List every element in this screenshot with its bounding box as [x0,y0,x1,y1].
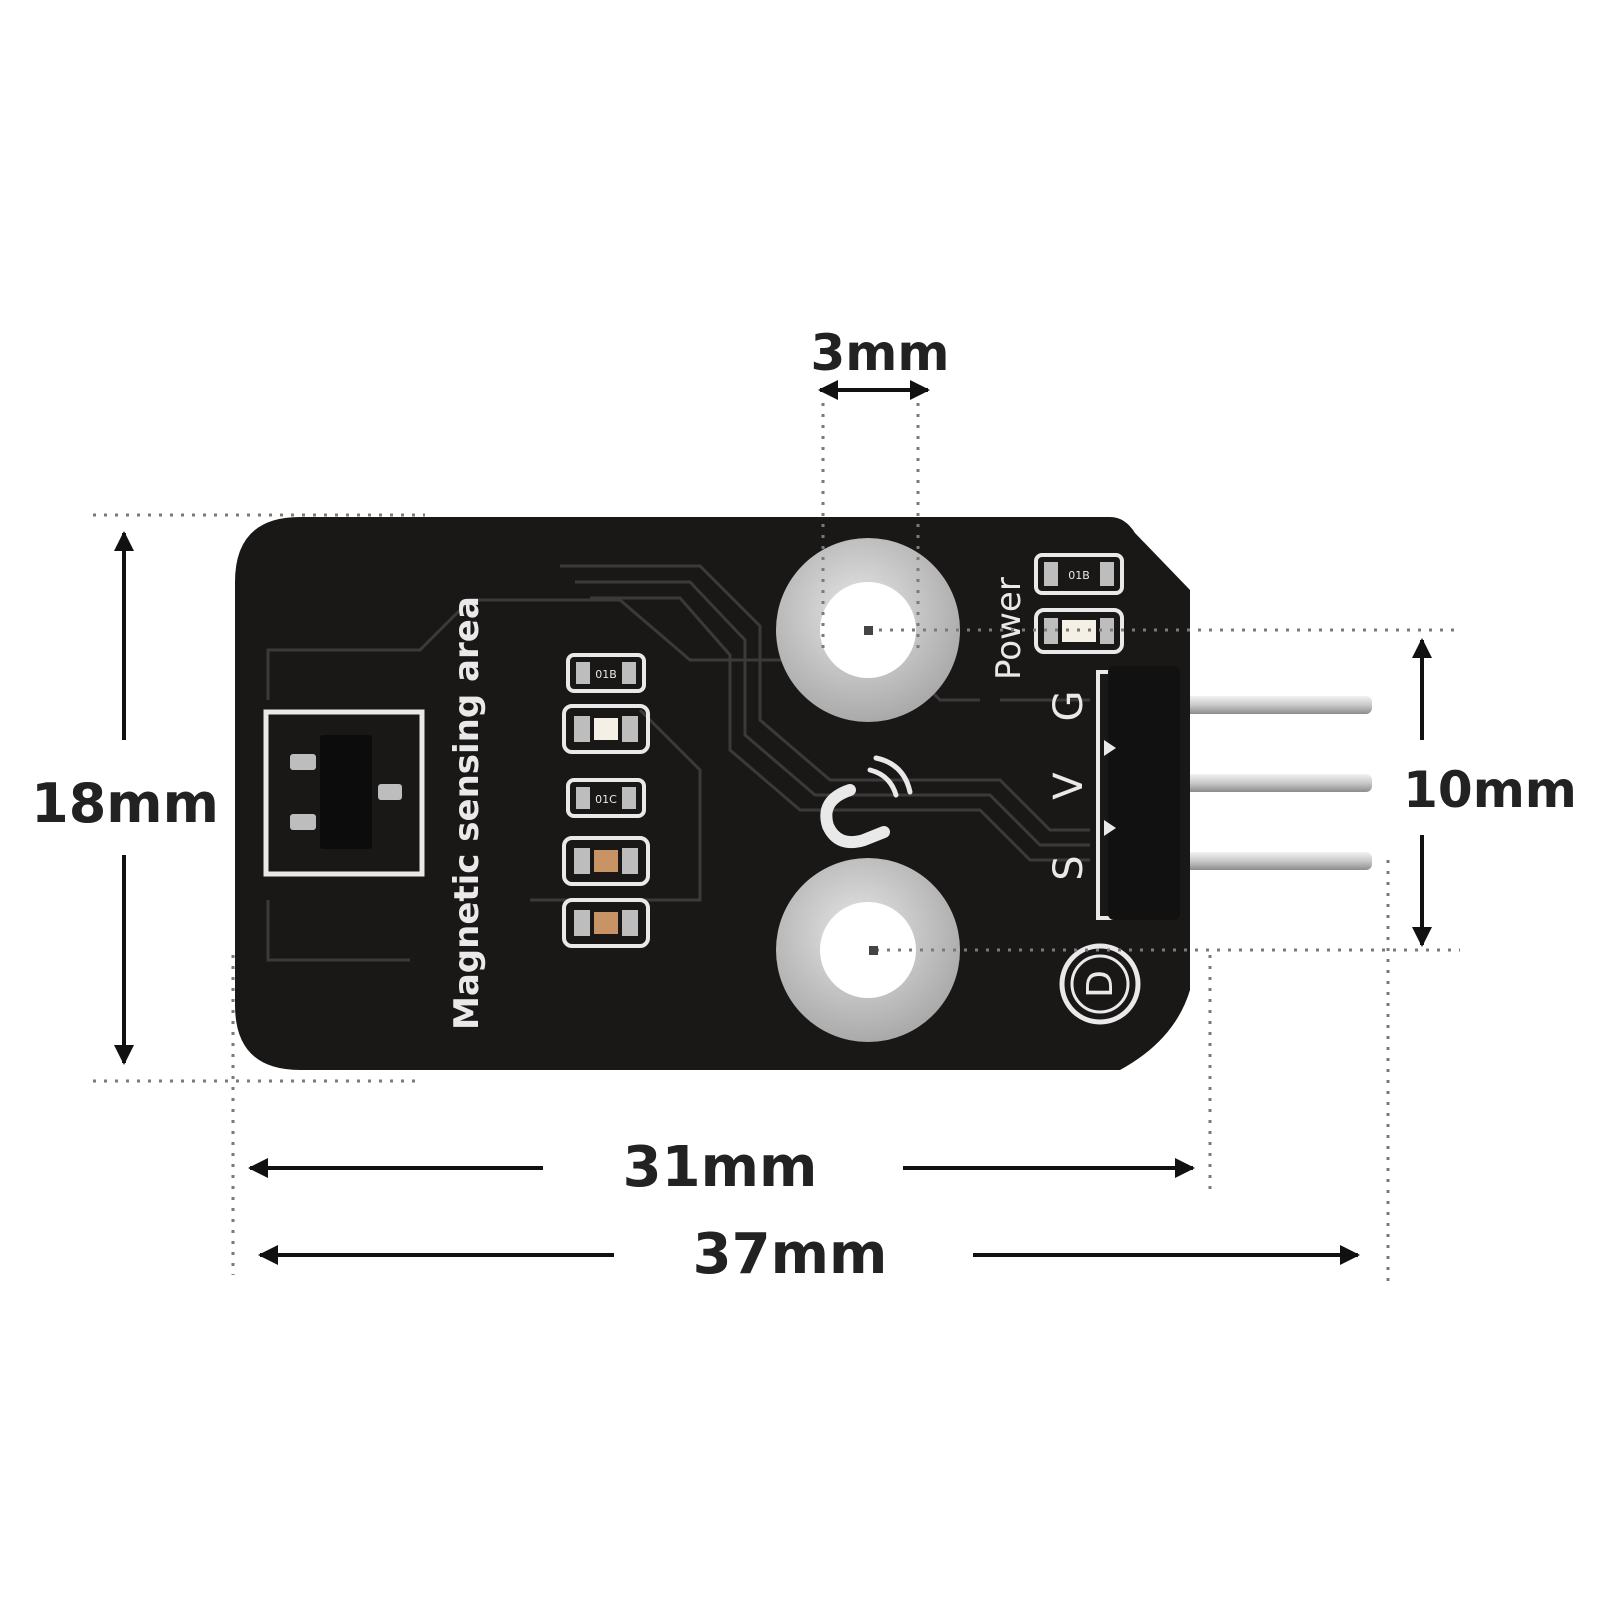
magnet-icon [820,755,913,849]
pin-label-s: S [1046,855,1092,880]
sensor-outline [263,709,425,877]
sensing-area-label: Magnetic sensing area [447,596,487,1030]
smd-components: 01B 01C [562,653,650,948]
capacitor-1 [562,836,650,886]
guide-lines [93,403,1460,1285]
led-signal [562,704,650,754]
hall-sensor-chip [290,735,402,849]
dim-hole-diameter: 3mm [811,324,950,382]
header-arrow-1 [1104,740,1116,756]
dim-hole-spacing: 10mm [1403,761,1577,819]
resistor-2-code: 01C [595,793,617,806]
power-resistor-code: 01B [1068,569,1090,582]
capacitor-2 [562,898,650,948]
mounting-hole-bottom [776,858,960,1042]
resistor-2 [566,778,646,818]
header-arrow-2 [1104,820,1116,836]
dim-overall-length: 37mm [693,1222,888,1287]
hole-center-top [864,626,873,635]
digital-marker: D [1059,943,1141,1025]
resistor-1-code: 01B [595,668,617,681]
dim-board-length: 31mm [623,1135,818,1200]
digital-mark-text: D [1080,970,1121,998]
pin-label-v: V [1046,772,1092,800]
resistor-1 [566,653,646,693]
pin-label-g: G [1046,691,1092,722]
dim-board-height: 18mm [31,772,219,835]
header-housing [1108,666,1180,920]
hole-center-bottom [869,946,878,955]
